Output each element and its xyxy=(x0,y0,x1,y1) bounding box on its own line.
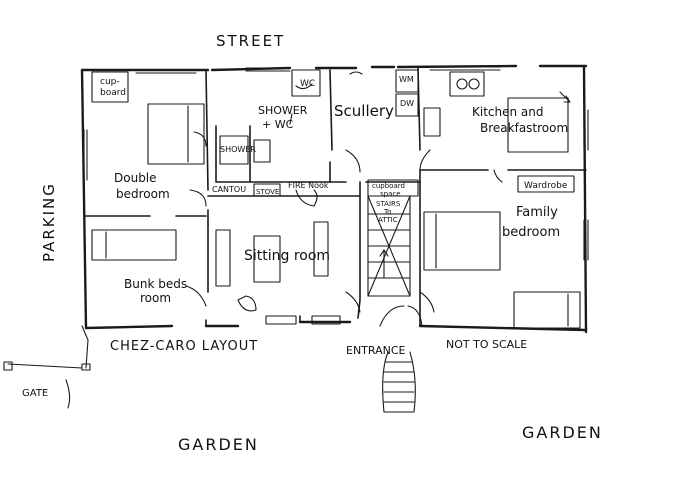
interior-walls xyxy=(85,67,587,327)
pointer-marks xyxy=(289,91,571,125)
wc-label: WC xyxy=(300,79,315,89)
cantou-label: CANTOU xyxy=(212,185,246,194)
scale-note: NOT TO SCALE xyxy=(446,338,527,351)
cupboard-space-label-1: cupboard xyxy=(372,182,405,190)
doors xyxy=(185,71,503,327)
stairs-label-2: To xyxy=(383,208,391,216)
family-bedroom-label-2: bedroom xyxy=(502,225,560,240)
labels: STREET PARKING GATE GARDEN GARDEN CHEZ-C… xyxy=(22,32,603,454)
kitchen-label-1: Kitchen and xyxy=(472,105,544,119)
shower-wc-label-1: SHOWER xyxy=(258,104,308,117)
layout-title: CHEZ-CARO LAYOUT xyxy=(110,339,258,354)
scullery-label: Scullery xyxy=(334,102,394,120)
double-bedroom-label-1: Double xyxy=(114,171,157,185)
double-bedroom-label-2: bedroom xyxy=(116,187,170,201)
cupboard-space-label-2: space xyxy=(380,190,401,198)
furniture xyxy=(91,69,581,329)
stairs-label-3: ATTIC xyxy=(378,216,398,224)
stairs-label-1: STAIRS xyxy=(376,200,401,208)
sitting-room-label: Sitting room xyxy=(244,248,330,264)
dw-label: DW xyxy=(400,99,414,108)
wardrobe-label: Wardrobe xyxy=(524,181,568,191)
cupboard-label-2: board xyxy=(100,88,126,98)
garden-right-label: GARDEN xyxy=(522,423,603,442)
family-bedroom-label-1: Family xyxy=(516,205,558,220)
wm-label: WM xyxy=(399,75,414,84)
gate-label: GATE xyxy=(22,388,48,399)
fire-nook-label: FIRE Nook xyxy=(288,181,329,190)
stove-label: STOVE xyxy=(256,188,279,196)
bunk-room-label-1: Bunk beds xyxy=(124,277,187,291)
bunk-room-label-2: room xyxy=(140,291,171,305)
shower-label: SHOWER xyxy=(220,145,256,154)
cupboard-label-1: cup- xyxy=(100,77,120,87)
street-label: STREET xyxy=(216,32,285,50)
entrance-label: ENTRANCE xyxy=(346,344,406,357)
kitchen-label-2: Breakfastroom xyxy=(480,121,568,135)
garden-left-label: GARDEN xyxy=(178,435,259,454)
parking-label: PARKING xyxy=(40,182,58,262)
gate-area xyxy=(3,325,91,409)
entrance-steps xyxy=(382,351,416,413)
windows xyxy=(83,66,589,325)
shower-wc-label-2: + WC xyxy=(262,118,294,131)
